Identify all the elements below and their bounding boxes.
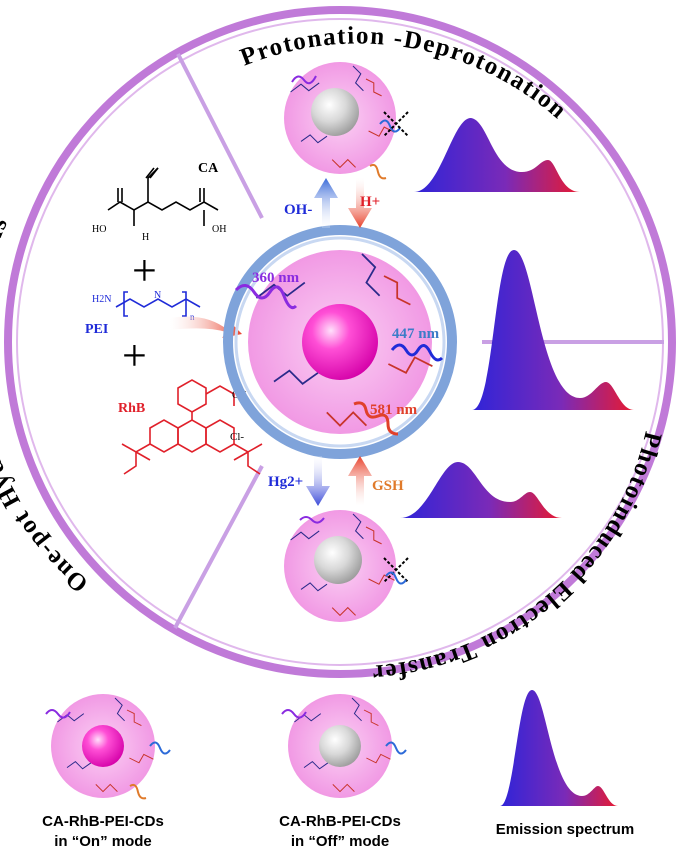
h-label: H+ xyxy=(360,194,380,210)
legend-spectrum-caption: Emission spectrum xyxy=(480,820,650,840)
legend-on-line2: in “On” mode xyxy=(54,833,152,850)
legend-spectrum xyxy=(500,690,618,806)
blue-emission-wave xyxy=(390,343,444,362)
ca-oh-label: OH xyxy=(212,224,226,235)
hg-arrow xyxy=(306,456,330,506)
bottom-quench-cross xyxy=(383,557,409,583)
rhb-chloride-label: Cl- xyxy=(230,431,244,443)
ca-ho-label: HO xyxy=(92,224,106,235)
bottom-cd-core xyxy=(314,536,362,584)
legend-spectrum-label: Emission spectrum xyxy=(495,821,635,838)
gsh-arrow xyxy=(348,456,372,506)
ca-structure xyxy=(107,167,219,226)
red-emission-label: 581 nm xyxy=(370,402,418,418)
red-emission-wave xyxy=(353,401,399,436)
legend-off-line2: in “Off” mode xyxy=(290,833,390,850)
rhb-label: RhB xyxy=(118,401,145,416)
spectrum-top xyxy=(414,118,580,192)
plus-sign-1: + xyxy=(132,246,157,295)
top-cd-core xyxy=(311,88,359,136)
ca-label: CA xyxy=(198,161,219,176)
divider-line-bottom xyxy=(173,465,264,629)
excitation-wave xyxy=(234,284,298,310)
center-ring xyxy=(223,225,457,459)
hg-label: Hg2+ xyxy=(268,474,303,490)
plus-sign-2: + xyxy=(122,331,147,380)
rhb-structure xyxy=(121,379,263,475)
center-cd-core xyxy=(302,304,378,380)
legend-off-core xyxy=(319,725,361,767)
spectrum-center xyxy=(472,250,634,410)
h-arrow xyxy=(348,178,372,228)
pei-nh-label: N xyxy=(154,290,161,301)
spectrum-bottom xyxy=(400,462,562,518)
legend-off-line1: CA-RhB-PEI-CDs xyxy=(279,813,401,830)
oh-label: OH- xyxy=(284,202,312,218)
divider-line-top xyxy=(176,53,264,219)
legend-on-caption: CA-RhB-PEI-CDs in “On” mode xyxy=(18,812,188,852)
ca-h-label: H xyxy=(142,232,149,243)
gsh-label: GSH xyxy=(372,478,404,494)
legend-off-caption: CA-RhB-PEI-CDs in “Off” mode xyxy=(255,812,425,852)
oh-arrow xyxy=(314,178,338,228)
pei-h2n-label: H2N xyxy=(92,294,111,305)
top-quench-cross xyxy=(383,111,409,137)
pei-label: PEI xyxy=(85,322,108,337)
pei-structure xyxy=(115,291,201,317)
synthesis-arrow xyxy=(170,316,242,338)
legend-on-line1: CA-RhB-PEI-CDs xyxy=(42,813,164,830)
excitation-label: 360 nm xyxy=(252,270,300,286)
legend-on-core xyxy=(82,725,124,767)
blue-emission-label: 447 nm xyxy=(392,326,440,342)
